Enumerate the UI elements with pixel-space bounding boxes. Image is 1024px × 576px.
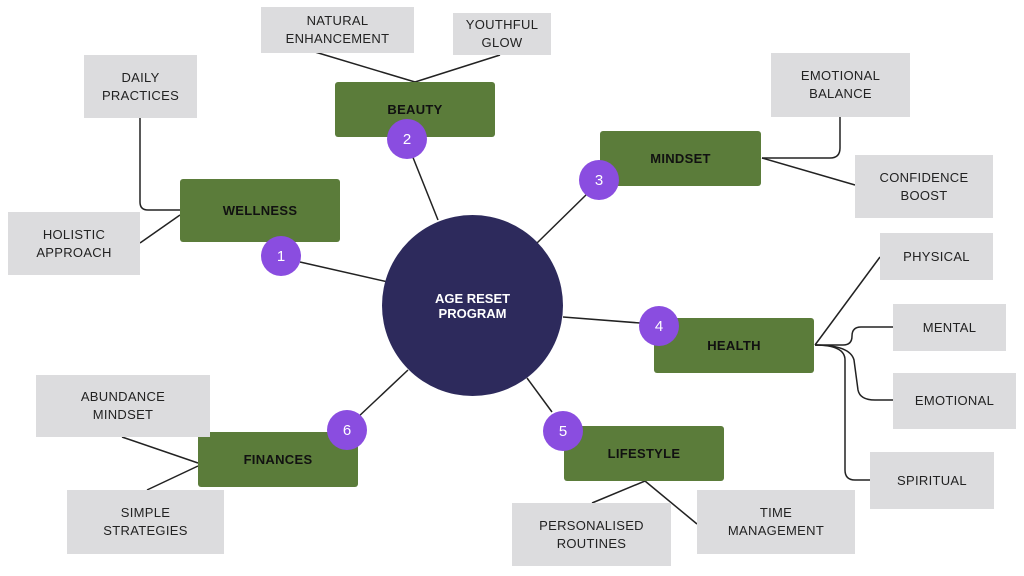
central-topic: AGE RESET PROGRAM — [382, 215, 563, 396]
topic-number-badge: 3 — [579, 160, 619, 200]
topic-number-badge: 2 — [387, 119, 427, 159]
connector — [562, 316, 641, 324]
connector — [411, 154, 439, 221]
connector — [761, 157, 856, 186]
topic-number-badge: 5 — [543, 411, 583, 451]
connector — [762, 117, 841, 159]
leaf-daily-practices: DAILY PRACTICES — [84, 55, 197, 118]
leaf-simple-strategies: SIMPLE STRATEGIES — [67, 490, 224, 554]
topic-label: FINANCES — [243, 452, 313, 467]
leaf-natural-enhancement: NATURAL ENHANCEMENT — [261, 7, 414, 53]
topic-health: HEALTH — [654, 318, 814, 373]
connector — [815, 326, 893, 346]
topic-number-badge: 6 — [327, 410, 367, 450]
leaf-youthful-glow: YOUTHFUL GLOW — [453, 13, 551, 55]
connector — [526, 377, 553, 413]
leaf-emotional-balance: EMOTIONAL BALANCE — [771, 53, 910, 117]
leaf-confidence-boost: CONFIDENCE BOOST — [855, 155, 993, 218]
topic-lifestyle: LIFESTYLE — [564, 426, 724, 481]
connector — [299, 261, 389, 283]
topic-label: MINDSET — [650, 151, 711, 166]
topic-label: LIFESTYLE — [607, 446, 681, 461]
connector — [139, 118, 180, 211]
topic-wellness: WELLNESS — [180, 179, 340, 242]
connector — [314, 51, 416, 83]
connector — [139, 214, 181, 244]
topic-number-badge: 4 — [639, 306, 679, 346]
leaf-personalised-routines: PERSONALISED ROUTINES — [512, 503, 671, 566]
topic-mindset: MINDSET — [600, 131, 761, 186]
leaf-physical: PHYSICAL — [880, 233, 993, 280]
connector — [414, 54, 501, 83]
connector — [814, 344, 893, 401]
topic-label: HEALTH — [707, 338, 761, 353]
leaf-time-management: TIME MANAGEMENT — [697, 490, 855, 554]
topic-label: BEAUTY — [387, 102, 443, 117]
connector — [644, 480, 698, 525]
topic-number-badge: 1 — [261, 236, 301, 276]
connector — [121, 436, 199, 464]
central-topic-label: AGE RESET PROGRAM — [434, 290, 511, 321]
topic-label: WELLNESS — [222, 203, 298, 218]
connector — [146, 465, 199, 491]
leaf-abundance-mindset: ABUNDANCE MINDSET — [36, 375, 210, 437]
leaf-holistic-approach: HOLISTIC APPROACH — [8, 212, 140, 275]
connector — [814, 344, 870, 481]
connector — [536, 192, 589, 244]
leaf-emotional: EMOTIONAL — [893, 373, 1016, 429]
connector — [814, 256, 881, 346]
leaf-spiritual: SPIRITUAL — [870, 452, 994, 509]
connector — [591, 480, 646, 504]
leaf-mental: MENTAL — [893, 304, 1006, 351]
connector — [356, 369, 409, 419]
